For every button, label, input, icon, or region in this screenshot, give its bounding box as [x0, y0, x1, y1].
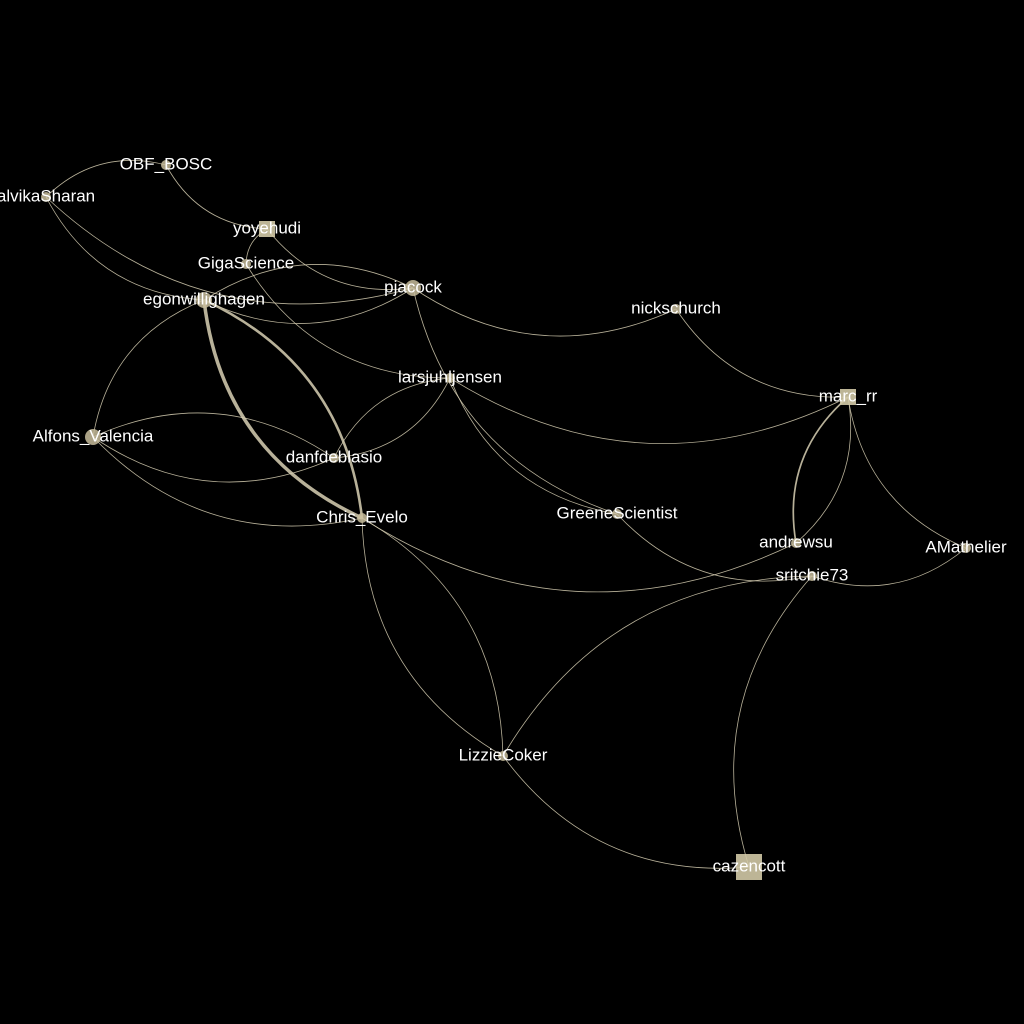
node-AMathelier[interactable] — [961, 543, 971, 553]
edge-danfdeblasio-Alfons_Valencia — [92, 412, 335, 459]
node-nickschurch[interactable] — [671, 304, 681, 314]
edge-andrewsu-marc_rr — [795, 396, 852, 544]
node-Alfons_Valencia[interactable] — [85, 429, 101, 445]
edge-marc_rr-AMathelier — [847, 396, 967, 549]
edge-Chris_Evelo-andrewsu — [361, 517, 797, 593]
edge-pjacock-egonwillighagen — [203, 264, 414, 301]
edge-MalvikaSharan-pjacock — [45, 196, 414, 305]
edge-nickschurch-marc_rr — [675, 308, 849, 398]
edge-LizzieCoker-Chris_Evelo — [361, 517, 504, 757]
node-label-Alfons_Valencia: Alfons_Valencia — [33, 426, 154, 445]
node-larsjuhljensen[interactable] — [445, 373, 455, 383]
node-label-larsjuhljensen: larsjuhljensen — [398, 367, 502, 386]
node-sritchie73[interactable] — [807, 571, 817, 581]
node-Chris_Evelo[interactable] — [357, 513, 367, 523]
node-label-sritchie73: sritchie73 — [776, 565, 849, 584]
edge-sritchie73-cazencott — [733, 575, 813, 868]
node-pjacock[interactable] — [405, 280, 421, 296]
node-label-GigaScience: GigaScience — [198, 253, 294, 272]
node-cazencott[interactable] — [736, 854, 762, 880]
node-GigaScience[interactable] — [241, 259, 251, 269]
node-label-marc_rr: marc_rr — [819, 386, 878, 405]
node-andrewsu[interactable] — [791, 538, 801, 548]
edge-danfdeblasio-larsjuhljensen — [333, 377, 451, 459]
edge-pjacock-nickschurch — [412, 287, 677, 337]
edge-larsjuhljensen-GreeneScientist — [449, 377, 618, 515]
node-yoyehudi[interactable] — [259, 221, 275, 237]
node-label-nickschurch: nickschurch — [631, 298, 721, 317]
node-OBF_BOSC[interactable] — [161, 160, 171, 170]
edge-sritchie73-LizzieCoker — [502, 575, 813, 757]
edge-Chris_Evelo-LizzieCoker — [361, 517, 504, 757]
node-danfdeblasio[interactable] — [329, 453, 339, 463]
node-MalvikaSharan[interactable] — [41, 192, 51, 202]
nodes-layer — [41, 160, 971, 880]
edge-marc_rr-andrewsu — [792, 396, 849, 544]
edge-Alfons_Valencia-Chris_Evelo — [92, 436, 363, 527]
edge-GreeneScientist-sritchie73 — [616, 513, 813, 582]
node-label-egonwillighagen: egonwillighagen — [143, 289, 265, 308]
node-label-yoyehudi: yoyehudi — [233, 218, 301, 237]
edge-larsjuhljensen-marc_rr — [449, 377, 849, 444]
edge-egonwillighagen-pjacock — [203, 287, 414, 324]
node-label-andrewsu: andrewsu — [759, 532, 833, 551]
node-label-cazencott: cazencott — [713, 856, 786, 875]
edges-layer — [45, 160, 967, 869]
node-egonwillighagen[interactable] — [196, 292, 212, 308]
node-label-danfdeblasio: danfdeblasio — [286, 447, 382, 466]
edge-egonwillighagen-Chris_Evelo — [202, 299, 363, 520]
node-label-GreeneScientist: GreeneScientist — [557, 503, 678, 522]
edge-OBF_BOSC-MalvikaSharan — [45, 160, 167, 198]
node-label-pjacock: pjacock — [384, 277, 442, 296]
node-label-LizzieCoker: LizzieCoker — [459, 745, 548, 764]
node-label-AMathelier: AMathelier — [925, 537, 1007, 556]
edge-OBF_BOSC-yoyehudi — [165, 164, 268, 230]
edge-GigaScience-larsjuhljensen — [245, 263, 451, 379]
node-marc_rr[interactable] — [840, 389, 856, 405]
edge-pjacock-GreeneScientist — [412, 287, 618, 515]
node-label-OBF_BOSC: OBF_BOSC — [120, 154, 213, 173]
edge-sritchie73-AMathelier — [811, 547, 967, 587]
node-GreeneScientist[interactable] — [612, 509, 622, 519]
node-LizzieCoker[interactable] — [498, 751, 508, 761]
edge-MalvikaSharan-egonwillighagen — [45, 196, 205, 301]
edge-egonwillighagen-Alfons_Valencia — [92, 299, 205, 438]
edge-LizzieCoker-cazencott — [502, 755, 750, 869]
node-label-MalvikaSharan: alvikaSharan — [0, 186, 95, 205]
edge-larsjuhljensen-danfdeblasio — [333, 377, 451, 459]
edge-yoyehudi-pjacock — [266, 228, 414, 290]
edge-Alfons_Valencia-danfdeblasio — [92, 436, 335, 483]
node-label-Chris_Evelo: Chris_Evelo — [316, 507, 408, 526]
edge-Chris_Evelo-egonwillighagen — [203, 298, 364, 519]
